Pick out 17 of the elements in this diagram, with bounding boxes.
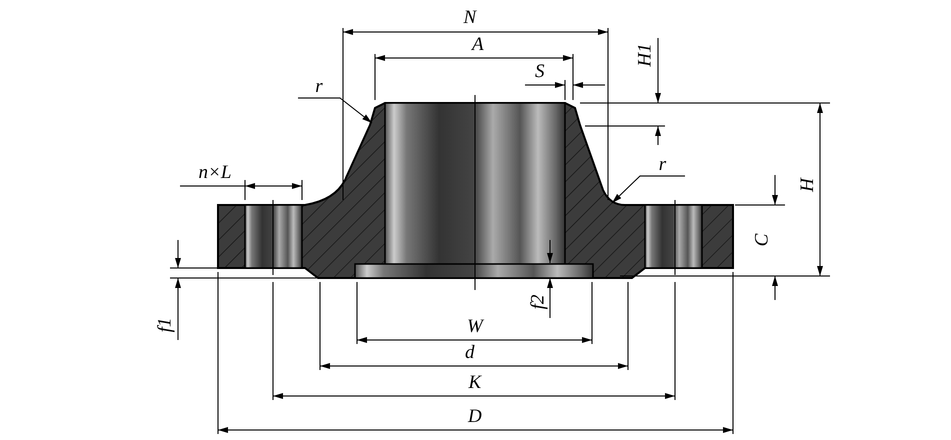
- radius-label: r: [640, 154, 685, 176]
- dimension-label: A: [472, 34, 484, 56]
- dimension-label: H1: [634, 43, 656, 67]
- leader-line: [612, 176, 686, 204]
- dimension-label: H: [796, 178, 819, 192]
- dimension-label: d: [465, 342, 474, 364]
- dimension-label: D: [468, 406, 482, 428]
- dimension-label: S: [535, 61, 544, 83]
- dimension-label: N: [464, 7, 476, 29]
- leader-line: [298, 98, 372, 124]
- dimension-label: f1: [154, 318, 176, 332]
- dimension-label: W: [467, 316, 483, 338]
- dimension-label: n×L: [198, 162, 232, 184]
- radius-label: r: [298, 76, 340, 98]
- dimension-label: f2: [526, 294, 549, 310]
- dimension-label: C: [750, 234, 773, 246]
- dimension-label: K: [468, 372, 482, 394]
